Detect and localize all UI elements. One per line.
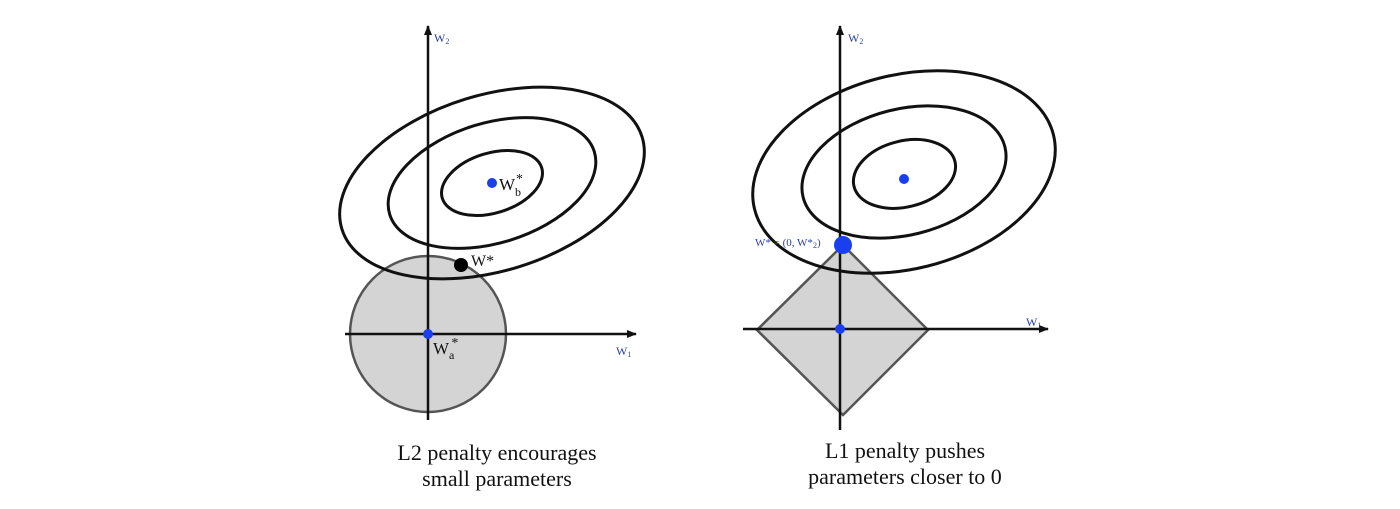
l1-panel: W2 W1 W* = (0, W*2) [743, 25, 1057, 430]
l2-w1-axis-label: W1 [616, 344, 631, 359]
l1-contour-outer [751, 69, 1057, 275]
l2-caption: L2 penalty encourages small parameters [347, 440, 647, 492]
l2-contour-middle [386, 116, 598, 250]
l2-caption-line1: L2 penalty encourages [397, 440, 597, 465]
l2-point-a-label: Wa* [433, 336, 458, 362]
l2-contour-inner [440, 149, 544, 217]
l1-point-w-label: W* = (0, W*2) [755, 237, 821, 250]
l1-w1-axis-label: W1 [1026, 315, 1041, 330]
l2-regularized-optimum-point [454, 258, 468, 272]
l1-contour-inner [851, 138, 958, 210]
l1-contour-middle [800, 104, 1008, 240]
l2-point-b-label: Wb* [499, 172, 523, 199]
l2-caption-line2: small parameters [422, 466, 572, 491]
l2-contour-outer [338, 85, 646, 281]
l1-caption: L1 penalty pushes parameters closer to 0 [755, 438, 1055, 490]
l1-origin-point [835, 324, 845, 334]
l1-loss-contours [751, 69, 1057, 275]
l1-caption-line2: parameters closer to 0 [808, 464, 1002, 489]
l1-regularized-optimum-point [834, 236, 852, 254]
l1-caption-line1: L1 penalty pushes [824, 438, 986, 463]
l2-point-w-label: W* [471, 253, 494, 270]
l2-origin-point [423, 329, 433, 339]
l2-panel: W2 W1 Wb* W* Wa* [338, 25, 646, 420]
l2-w2-axis-label: W2 [434, 31, 449, 46]
l2-unregularized-optimum-point [487, 178, 497, 188]
l2-loss-contours [338, 85, 646, 281]
l1-unregularized-optimum-point [899, 174, 909, 184]
l1-w2-axis-label: W2 [848, 31, 863, 46]
